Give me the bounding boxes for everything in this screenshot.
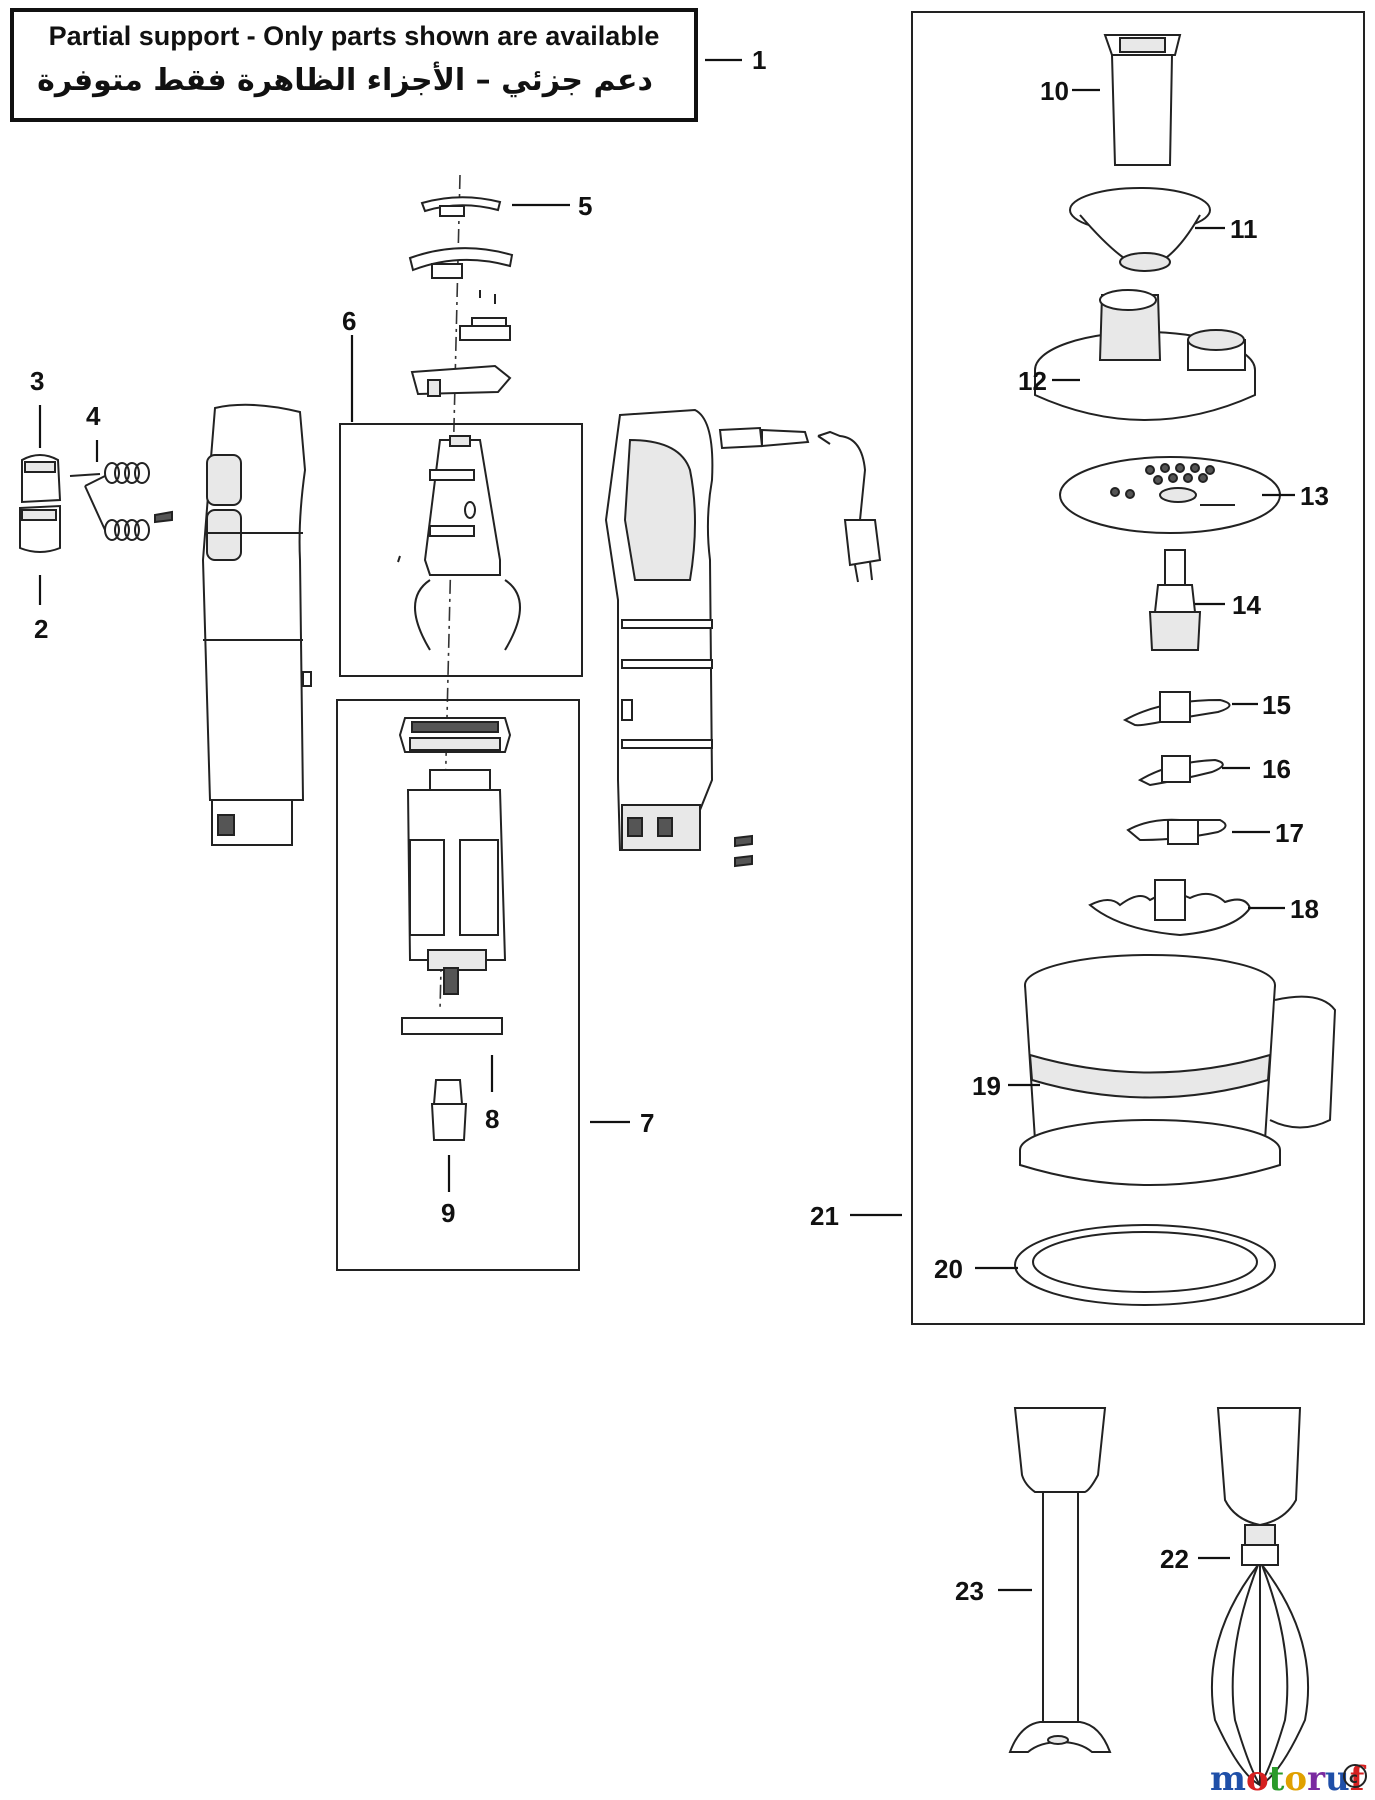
part-label-11: 11 (1230, 214, 1258, 244)
part-label-9: 9 (441, 1198, 455, 1228)
screws-right-handle (734, 834, 753, 868)
switch-frame (397, 435, 521, 651)
part-label-6: 6 (342, 306, 356, 336)
handle-left-half (201, 403, 312, 846)
part-label-15: 15 (1262, 690, 1291, 720)
notice-box: Partial support - Only parts shown are a… (10, 8, 698, 122)
spring-leader (69, 473, 106, 531)
button-cap-bottom (408, 247, 514, 279)
part-label-17: 17 (1275, 818, 1304, 848)
non-slip-base-ring (1014, 1224, 1276, 1306)
feed-funnel (1069, 187, 1211, 272)
button-spring-upper (104, 462, 150, 484)
whisk-attachment (1210, 1407, 1310, 1787)
disc-drive-shaft (1148, 549, 1202, 651)
part-label-14: 14 (1232, 590, 1261, 620)
part-label-5: 5 (578, 191, 592, 221)
part-label-3: 3 (30, 366, 44, 396)
chopper-bowl (1019, 954, 1337, 1186)
part-label-4: 4 (86, 401, 101, 431)
screw-left-handle (154, 510, 173, 524)
notice-english-text: Partial support - Only parts shown are a… (49, 21, 660, 51)
part-label-19: 19 (972, 1071, 1001, 1101)
chopping-blade-small (1137, 755, 1224, 787)
part-label-10: 10 (1040, 76, 1069, 106)
food-pusher (1103, 34, 1182, 166)
watermark-logo: motoruf c (1210, 1759, 1367, 1799)
bowl-lid (1034, 289, 1256, 421)
slicing-disc (1059, 456, 1281, 534)
button-spring-lower (104, 519, 150, 541)
part-label-20: 20 (934, 1254, 963, 1284)
part-label-7: 7 (640, 1108, 654, 1138)
electric-motor (406, 769, 507, 995)
power-cord (718, 426, 882, 583)
button-cap-top (420, 196, 502, 217)
part-label-2: 2 (34, 614, 48, 644)
motor-assembly-box (336, 699, 580, 1271)
watermark-text: motoruf (1210, 1759, 1367, 1799)
part-label-18: 18 (1290, 894, 1319, 924)
part-label-12: 12 (1018, 366, 1047, 396)
part-label-22: 22 (1160, 1544, 1189, 1574)
copyright-icon (1343, 1764, 1367, 1788)
blender-shaft (1008, 1407, 1112, 1753)
part-label-21: 21 (810, 1201, 839, 1231)
copyright-glyph: c (1349, 1769, 1358, 1787)
whipping-blade (1126, 818, 1227, 845)
notice-arabic-text: دعم جزئي – الأجزاء الظاهرة فقط متوفرة (37, 61, 653, 98)
chopping-blade-large (1122, 691, 1231, 727)
motor-housing-cap (398, 717, 512, 753)
part-label-1: 1 (752, 45, 766, 75)
part-label-16: 16 (1262, 754, 1291, 784)
handle-right-half (604, 408, 714, 851)
speed-button-upper (21, 454, 62, 504)
emulsifying-disc (1088, 879, 1252, 937)
part-label-13: 13 (1300, 481, 1329, 511)
switch-parts (410, 290, 512, 397)
switch-assembly-box (339, 423, 583, 677)
motor-bottom-seal (401, 1017, 503, 1035)
part-label-23: 23 (955, 1576, 984, 1606)
part-label-8: 8 (485, 1104, 499, 1134)
drive-coupling (430, 1079, 468, 1141)
chopper-accessory-box (911, 11, 1365, 1325)
speed-button-lower (19, 504, 61, 553)
